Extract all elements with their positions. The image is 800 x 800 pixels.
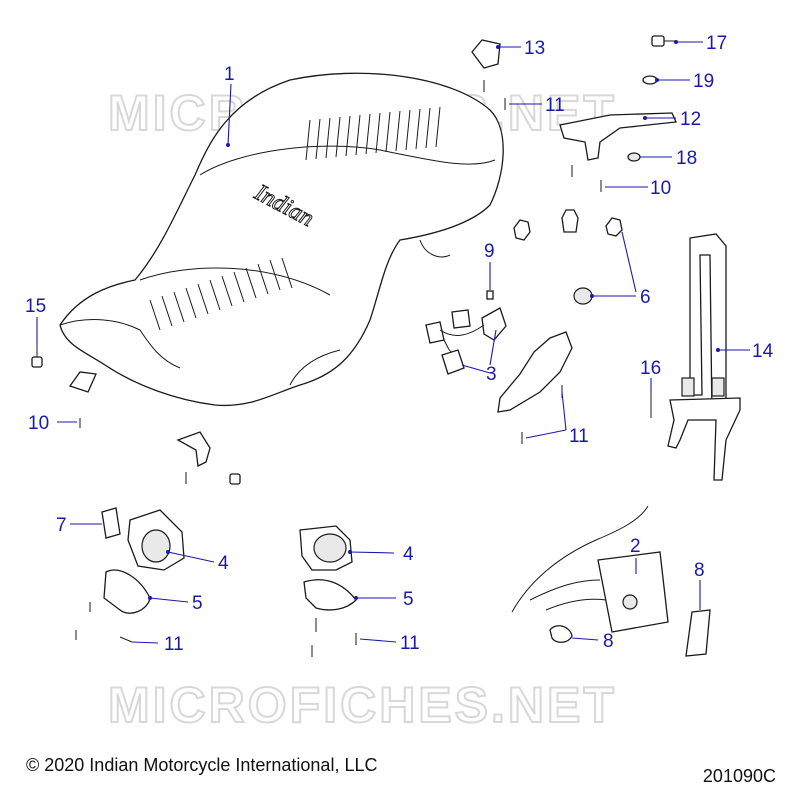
callout-9: 9 bbox=[484, 241, 495, 262]
plate-bracket-13 bbox=[471, 39, 501, 69]
fan-4-right bbox=[299, 525, 353, 571]
callout-11-right: 11 bbox=[400, 633, 420, 654]
leader-dots bbox=[148, 40, 720, 600]
switch-harness-3 bbox=[425, 307, 507, 375]
callout-14: 14 bbox=[752, 341, 774, 362]
gasket-8 bbox=[685, 609, 711, 657]
washer-19 bbox=[642, 75, 658, 85]
side-bracket bbox=[497, 331, 573, 413]
copyright-text: © 2020 Indian Motorcycle International, … bbox=[26, 755, 378, 775]
callout-12: 12 bbox=[680, 109, 701, 130]
cover-5-right bbox=[303, 579, 357, 611]
mount-bracket bbox=[176, 431, 211, 467]
callout-17: 17 bbox=[706, 33, 727, 54]
nut-18 bbox=[627, 152, 641, 162]
clip-9 bbox=[486, 290, 494, 300]
callout-15: 15 bbox=[25, 296, 46, 317]
callout-3: 3 bbox=[486, 364, 497, 385]
bolt-bracket-b bbox=[229, 473, 241, 485]
callout-5-left: 5 bbox=[192, 593, 203, 614]
callout-8-left: 8 bbox=[603, 631, 614, 652]
callout-6: 6 bbox=[640, 287, 651, 308]
callout-11-left: 11 bbox=[164, 634, 184, 655]
bolt-17 bbox=[651, 35, 676, 47]
callout-8-right: 8 bbox=[694, 560, 705, 581]
callout-13: 13 bbox=[524, 38, 545, 59]
grommet-8-small bbox=[549, 625, 573, 643]
diagram-id: 201090C bbox=[702, 766, 776, 786]
seat-part: Indian bbox=[59, 72, 504, 407]
clip-7 bbox=[101, 507, 121, 539]
leader-lines bbox=[36, 41, 750, 644]
callout-19: 19 bbox=[693, 71, 714, 92]
control-module-2 bbox=[511, 505, 669, 633]
small-bracket-left bbox=[68, 371, 97, 393]
bracket-12 bbox=[559, 112, 677, 161]
callout-7: 7 bbox=[56, 515, 67, 536]
callout-5-right: 5 bbox=[403, 589, 414, 610]
screw-11-left bbox=[119, 636, 133, 643]
callout-16: 16 bbox=[640, 358, 661, 379]
callout-11-top: 11 bbox=[545, 95, 565, 116]
callout-11-mid: 11 bbox=[569, 426, 589, 447]
bolt-15 bbox=[31, 345, 43, 368]
grommets-6 bbox=[513, 209, 623, 305]
callout-10-top: 10 bbox=[650, 178, 671, 199]
fan-4-left bbox=[127, 509, 185, 571]
cover-5-left bbox=[103, 569, 151, 614]
callout-18: 18 bbox=[676, 148, 697, 169]
callout-1: 1 bbox=[224, 64, 235, 85]
watermark-bottom: MICROFICHES.NET bbox=[108, 677, 617, 733]
backrest-strut-14 bbox=[667, 233, 741, 481]
callout-2: 2 bbox=[630, 536, 641, 557]
callout-10-left: 10 bbox=[28, 413, 49, 434]
callout-4-left: 4 bbox=[218, 553, 229, 574]
callout-4-right: 4 bbox=[403, 544, 414, 565]
